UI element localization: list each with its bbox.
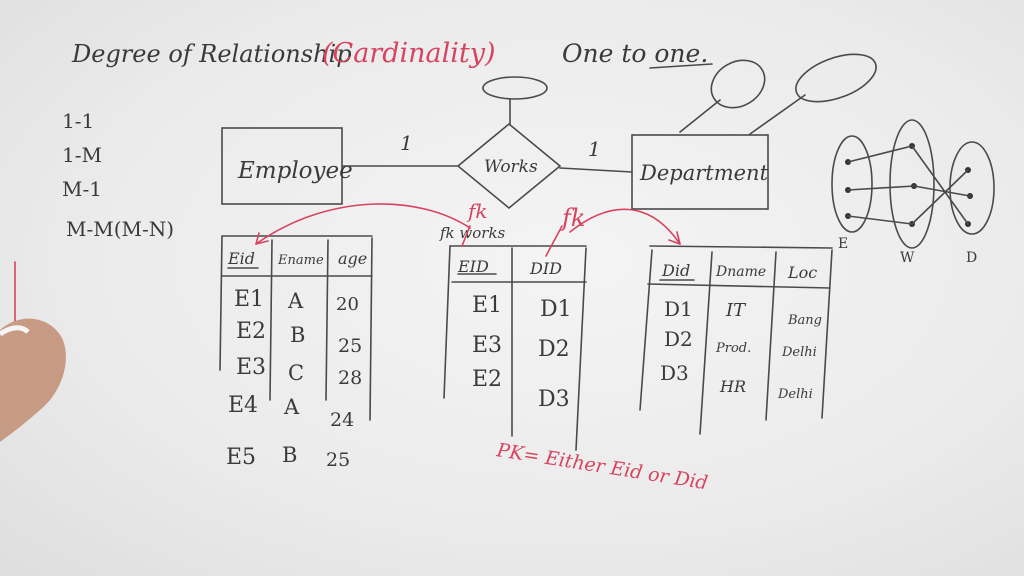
heading-subtitle: (Cardinality) [322, 38, 496, 69]
mapping-set-d [949, 141, 995, 235]
employee-cell: E3 [236, 355, 266, 380]
department-table: Did Dname Loc D1 IT Bang D2 Prod. Delhi … [639, 245, 833, 435]
department-cell: D2 [664, 327, 693, 351]
mapping-set-e [831, 135, 873, 233]
mapping-dots [845, 143, 973, 227]
marker-pen [0, 325, 30, 337]
department-header-loc: Loc [787, 263, 817, 282]
department-cell: Delhi [781, 345, 817, 360]
left-cardinality: 1 [400, 131, 413, 155]
works-header-eid: EID [457, 257, 489, 276]
fk-pointer-eid [461, 225, 471, 247]
department-cell: D3 [660, 361, 689, 385]
dept-fk-label: fk [560, 204, 585, 232]
mapping-set-w [889, 119, 935, 249]
works-cell: D1 [540, 297, 572, 322]
department-header-did: Did [661, 261, 690, 280]
employee-cell: E5 [226, 445, 256, 470]
pk-note: PK= Either Eid or Did [494, 439, 709, 494]
employee-header-eid: Eid [227, 249, 255, 268]
employee-cell: B [290, 323, 305, 347]
employee-header-ename: Ename [277, 253, 324, 268]
department-attribute-ellipse-1 [710, 59, 766, 109]
employee-cell: 28 [338, 367, 362, 389]
type-item-4: M-M(M-N) [66, 217, 174, 241]
fk-arrowhead-department [668, 231, 681, 245]
connector-right [559, 167, 633, 173]
works-relationship-label: Works [484, 157, 538, 177]
employee-cell: E2 [236, 319, 266, 344]
employee-cell: A [283, 395, 300, 419]
mapping-lines [847, 145, 971, 225]
works-cell: E2 [472, 367, 502, 392]
mapping-label-w: W [900, 250, 915, 266]
works-fk-works-label: fk works [439, 224, 506, 242]
works-table: EID DID E1 D1 E3 D2 E2 D3 [443, 245, 587, 451]
heading-focus: One to one. [562, 39, 708, 68]
works-cell: D3 [538, 387, 570, 412]
mapping-label-e: E [838, 236, 848, 252]
employee-cell: 20 [336, 294, 359, 315]
presenter-hand [0, 318, 66, 442]
works-header-did: DID [529, 259, 562, 278]
department-cell: Prod. [715, 341, 751, 356]
department-attribute-ellipse-2 [795, 53, 877, 103]
department-cell: D1 [664, 297, 693, 321]
department-entity-box [631, 134, 769, 210]
employee-cell: 25 [338, 335, 362, 357]
type-item-2: 1-M [62, 143, 102, 167]
department-header-dname: Dname [715, 264, 766, 280]
mapping-label-d: D [966, 250, 977, 266]
employee-cell: C [288, 361, 304, 385]
focus-underline [649, 63, 713, 69]
works-cell: E1 [472, 293, 502, 318]
employee-entity-label: Employee [237, 158, 353, 184]
works-cell: D2 [538, 337, 570, 362]
department-attribute-link-2 [749, 94, 806, 135]
employee-cell: 25 [326, 449, 350, 471]
type-item-3: M-1 [62, 177, 102, 201]
fk-pointer-did [545, 225, 563, 257]
works-cell: E3 [472, 333, 502, 358]
employee-header-age: age [338, 249, 367, 268]
employee-cell: A [287, 289, 304, 313]
department-cell: Bang [787, 313, 822, 328]
employee-cell: 24 [330, 409, 354, 431]
department-cell: HR [719, 377, 746, 396]
department-entity-label: Department [639, 161, 769, 185]
relationship-attribute-ellipse [482, 76, 548, 100]
works-fk-label: fk [466, 199, 488, 223]
fk-arrow-to-department [569, 208, 681, 245]
fk-arrow-to-employee [255, 203, 471, 245]
fk-arrowhead-employee [255, 232, 269, 245]
employee-table: Eid Ename age E1 A 20 E2 B 25 E3 C 28 E4… [219, 235, 373, 471]
works-relationship-diamond [456, 122, 562, 210]
right-cardinality: 1 [588, 137, 601, 161]
department-cell: IT [725, 300, 747, 321]
employee-cell: E1 [234, 287, 264, 312]
employee-cell: E4 [228, 393, 258, 418]
department-attribute-link-1 [679, 99, 721, 133]
heading-title: Degree of Relationship [71, 40, 352, 68]
employee-cell: B [282, 443, 297, 467]
department-cell: Delhi [777, 387, 813, 402]
type-item-1: 1-1 [62, 109, 94, 133]
